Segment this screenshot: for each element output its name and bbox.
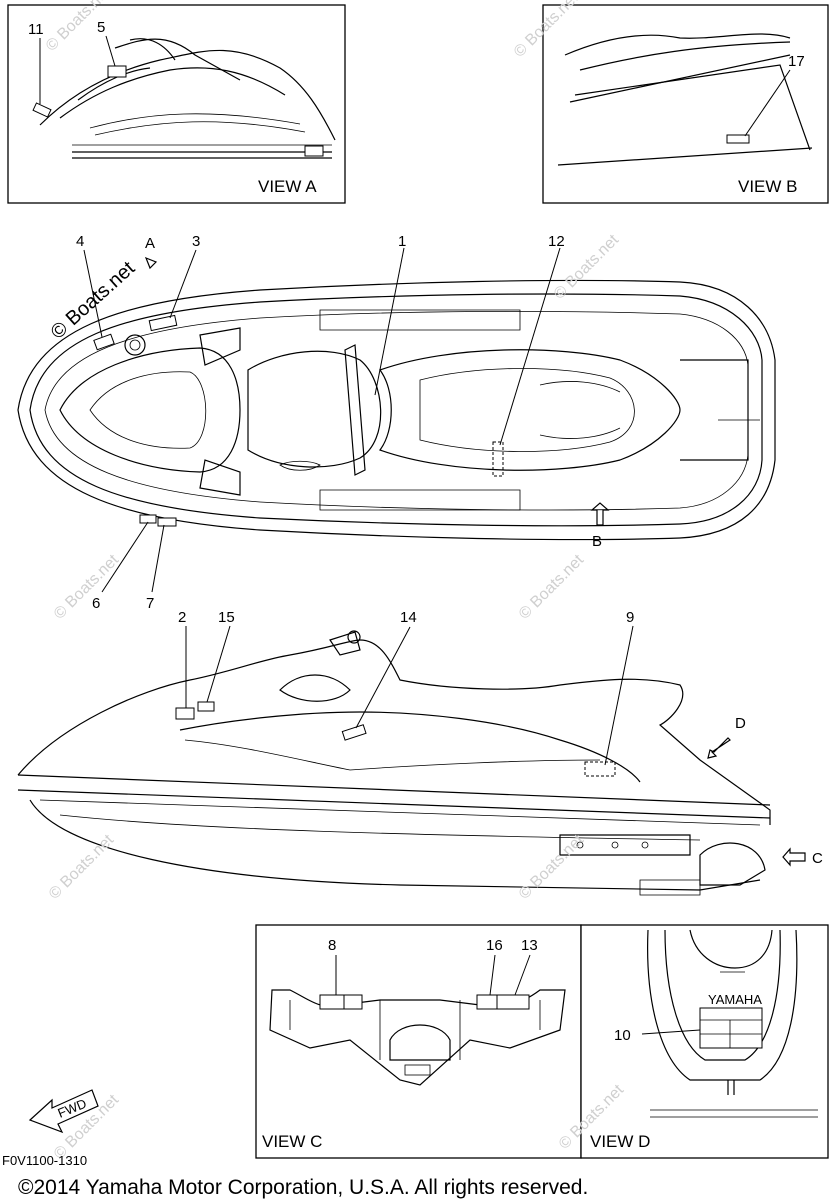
callout-7: 7 xyxy=(146,595,154,612)
callout-10: 10 xyxy=(614,1027,631,1044)
view-d-panel: YAMAHA 10 VIEW D xyxy=(580,924,829,1159)
callout-5: 5 xyxy=(97,19,105,36)
callout-11: 11 xyxy=(28,21,44,38)
view-a-panel: 11 5 VIEW A xyxy=(7,4,346,204)
callout-4: 4 xyxy=(76,233,84,250)
callout-1: 1 xyxy=(398,233,406,250)
callout-3: 3 xyxy=(192,233,200,250)
view-arrow-b: B xyxy=(592,533,602,550)
view-a-label: VIEW A xyxy=(258,177,317,196)
callout-8: 8 xyxy=(328,937,336,954)
view-arrow-c: C xyxy=(812,850,823,867)
callout-16: 16 xyxy=(486,937,503,954)
callout-17: 17 xyxy=(788,53,805,70)
view-d-label: VIEW D xyxy=(590,1132,650,1151)
watermark-primary: © Boats.net xyxy=(47,257,140,344)
callout-15: 15 xyxy=(218,609,235,626)
watermark: © Boats.net xyxy=(516,551,588,623)
view-arrow-d: D xyxy=(735,715,746,732)
callout-14: 14 xyxy=(400,609,417,626)
diagram-code: F0V1100-1310 xyxy=(2,1153,87,1168)
copyright-notice: ©2014 Yamaha Motor Corporation, U.S.A. A… xyxy=(18,1176,588,1199)
view-b-label: VIEW B xyxy=(738,177,798,196)
callout-13: 13 xyxy=(521,937,538,954)
callout-2: 2 xyxy=(178,609,186,626)
callout-12: 12 xyxy=(548,233,565,250)
watermark: © Boats.net xyxy=(516,831,588,903)
callout-6: 6 xyxy=(92,595,100,612)
watermark: © Boats.net xyxy=(46,831,118,903)
top-view-hull: 4 A 3 1 12 6 7 B © Boats.net xyxy=(17,233,776,612)
side-view-hull: 2 15 14 9 D C xyxy=(17,609,823,896)
view-arrow-a: A xyxy=(145,235,155,252)
view-b-panel: 17 VIEW B xyxy=(542,4,829,204)
callout-9: 9 xyxy=(626,609,634,626)
view-c-label: VIEW C xyxy=(262,1132,322,1151)
brand-plate: YAMAHA xyxy=(708,992,762,1007)
view-c-panel: 8 16 13 VIEW C xyxy=(255,924,582,1159)
watermark: © Boats.net xyxy=(51,551,123,623)
